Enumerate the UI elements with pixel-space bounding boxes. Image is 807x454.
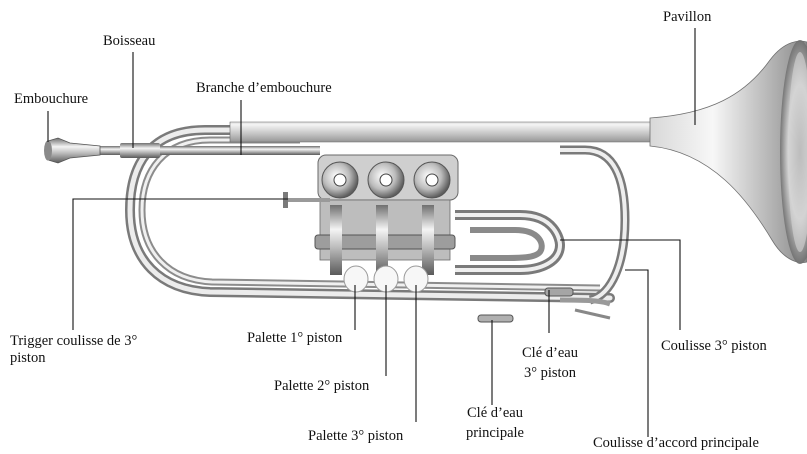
palette-1 (343, 265, 369, 293)
label-coulisse3: Coulisse 3° piston (661, 338, 767, 354)
label-cle3-line2: 3° piston (523, 365, 577, 381)
leader-coulisse3 (560, 239, 681, 330)
label-pavillon: Pavillon (663, 9, 712, 25)
valve-block (314, 154, 459, 275)
trigger-rod (285, 198, 330, 202)
label-embouchure: Embouchure (14, 91, 89, 107)
label-palette3: Palette 3° piston (308, 428, 404, 444)
label-branche: Branche d’embouchure (196, 80, 332, 96)
mouthpiece (47, 137, 101, 164)
label-coulisse-accord: Coulisse d’accord principale (593, 435, 759, 451)
label-cle3-line1: Clé d’eau (522, 345, 578, 361)
label-palette1: Palette 1° piston (247, 330, 343, 346)
water-key-3rd (544, 287, 574, 297)
leader-trigger (72, 198, 288, 330)
third-valve-slide (455, 210, 566, 275)
label-cleprinc-line2: principale (466, 425, 524, 441)
label-palette2: Palette 2° piston (274, 378, 370, 394)
label-boisseau: Boisseau (103, 33, 156, 49)
leadpipe (70, 146, 320, 155)
label-trigger-line1: Trigger coulisse de 3° (10, 333, 138, 349)
leader-coulisse-accord (625, 269, 649, 437)
label-trigger-line2: piston (10, 350, 46, 366)
leader-lines (47, 28, 696, 437)
label-cleprinc-line1: Clé d’eau (467, 405, 523, 421)
water-key-main (477, 314, 514, 323)
